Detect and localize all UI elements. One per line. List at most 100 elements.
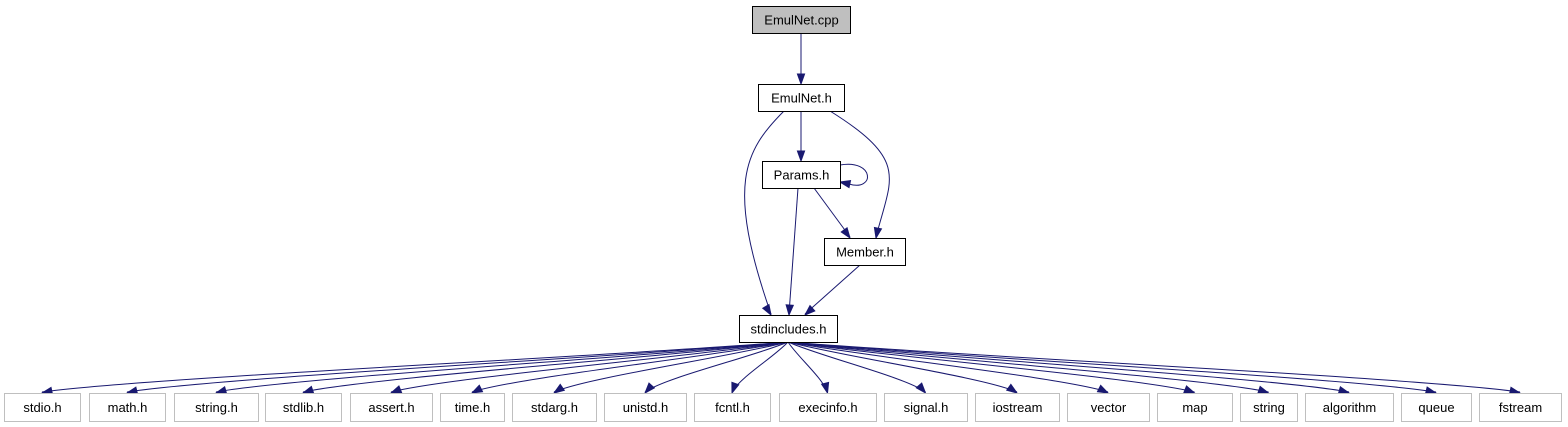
edge-stdincludes-h-to-execinfo-h-arrowhead [820, 381, 830, 395]
edge-stdincludes-h-to-unistd-h [644, 341, 789, 395]
edge-stdincludes-h-to-stdlib-h-line [302, 341, 789, 393]
edge-stdincludes-h-to-fstream-line [787, 341, 1521, 393]
edge-stdincludes-h-to-unistd-h-line [644, 341, 789, 393]
edge-stdincludes-h-to-assert-h-line [390, 341, 789, 393]
node-queue-box [1401, 393, 1472, 422]
edges-layer [40, 33, 1522, 396]
node-vector-label: vector [1091, 400, 1127, 415]
edge-stdincludes-h-to-string-arrowhead [1257, 385, 1270, 394]
node-math-h-label: math.h [108, 400, 148, 415]
edge-stdincludes-h-to-iostream-line [787, 341, 1018, 393]
node-queue: queue [1401, 393, 1472, 422]
edge-stdincludes-h-to-stdarg-h-arrowhead [552, 383, 566, 394]
edge-member-h-to-stdincludes-h [803, 264, 861, 316]
node-execinfo-h-box [779, 393, 877, 422]
node-stdincludes-h-box [739, 315, 838, 343]
node-fstream-label: fstream [1499, 400, 1542, 415]
edge-stdincludes-h-to-queue-line [787, 341, 1437, 393]
edge-params-h-to-member-h-line [813, 187, 851, 238]
edge-stdincludes-h-to-vector-arrowhead [1096, 384, 1110, 394]
node-unistd-h-label: unistd.h [623, 400, 669, 415]
edge-stdincludes-h-to-string-h-line [215, 341, 789, 393]
node-signal-h: signal.h [884, 393, 968, 422]
node-member-h[interactable]: Member.h [824, 238, 906, 266]
node-string-label: string [1253, 400, 1285, 415]
node-stdlib-h: stdlib.h [265, 393, 342, 422]
node-unistd-h-box [604, 393, 687, 422]
node-stdlib-h-box [265, 393, 342, 422]
node-math-h-box [89, 393, 166, 422]
edge-stdincludes-h-to-queue [787, 341, 1438, 395]
node-params-h-box [762, 161, 841, 189]
edge-stdincludes-h-to-algorithm [787, 341, 1351, 395]
node-map: map [1157, 393, 1233, 422]
edge-params-h-to-stdincludes-h [785, 187, 799, 317]
edge-stdincludes-h-to-stdio-h [40, 341, 789, 396]
node-stdarg-h: stdarg.h [512, 393, 597, 422]
edge-stdincludes-h-to-signal-h-arrowhead [915, 382, 927, 395]
edge-params-h-to-params-h [838, 163, 868, 189]
node-stdincludes-h-label: stdincludes.h [751, 322, 827, 337]
node-string: string [1240, 393, 1298, 422]
node-algorithm-label: algorithm [1323, 400, 1376, 415]
edge-stdincludes-h-to-time-h-arrowhead [470, 384, 484, 394]
node-stdio-h: stdio.h [4, 393, 81, 422]
edge-stdincludes-h-to-map-line [787, 341, 1195, 393]
edge-stdincludes-h-to-execinfo-h [787, 341, 830, 395]
edge-emulnet-h-to-member-h-line [829, 110, 890, 238]
edge-stdincludes-h-to-map [787, 341, 1196, 394]
edge-stdincludes-h-to-iostream-arrowhead [1005, 383, 1019, 394]
edge-stdincludes-h-to-stdlib-h-arrowhead [301, 385, 315, 394]
node-execinfo-h-label: execinfo.h [798, 400, 857, 415]
edge-stdincludes-h-to-math-h-line [126, 341, 789, 393]
edge-params-h-to-stdincludes-h-line [788, 187, 799, 315]
node-math-h: math.h [89, 393, 166, 422]
node-stdarg-h-box [512, 393, 597, 422]
node-time-h-label: time.h [455, 400, 490, 415]
node-algorithm: algorithm [1305, 393, 1394, 422]
edge-stdincludes-h-to-algorithm-line [787, 341, 1350, 393]
edge-stdincludes-h-to-algorithm-arrowhead [1337, 385, 1351, 395]
node-params-h[interactable]: Params.h [762, 161, 841, 189]
edge-stdincludes-h-to-time-h-line [471, 341, 789, 393]
edge-stdincludes-h-to-assert-h [389, 341, 789, 394]
edge-params-h-to-stdincludes-h-arrowhead [785, 304, 795, 317]
edge-stdincludes-h-to-string-h-arrowhead [214, 386, 228, 395]
edge-emulnet-h-to-params-h [796, 111, 806, 163]
node-time-h: time.h [440, 393, 505, 422]
node-queue-label: queue [1418, 400, 1454, 415]
edge-stdincludes-h-to-stdarg-h-line [553, 341, 789, 393]
node-emulnet-h[interactable]: EmulNet.h [758, 84, 845, 112]
node-emulnet-cpp[interactable]: EmulNet.cpp [752, 6, 851, 34]
node-execinfo-h: execinfo.h [779, 393, 877, 422]
node-string-box [1240, 393, 1298, 422]
node-iostream-label: iostream [993, 400, 1043, 415]
node-stdarg-h-label: stdarg.h [531, 400, 578, 415]
node-time-h-box [440, 393, 505, 422]
edge-emulnet-h-to-member-h-arrowhead [873, 226, 883, 240]
edge-stdincludes-h-to-map-arrowhead [1183, 385, 1196, 394]
node-fcntl-h-box [694, 393, 771, 422]
edge-stdincludes-h-to-assert-h-arrowhead [389, 385, 403, 394]
edge-params-h-to-member-h-arrowhead [840, 226, 851, 240]
node-stdio-h-label: stdio.h [23, 400, 61, 415]
node-params-h-label: Params.h [774, 168, 830, 183]
edge-stdincludes-h-to-stdio-h-line [41, 341, 789, 393]
node-stdio-h-box [4, 393, 81, 422]
edge-params-h-to-params-h-arrowhead [838, 179, 852, 189]
edge-stdincludes-h-to-signal-h [787, 341, 927, 395]
node-algorithm-box [1305, 393, 1394, 422]
node-assert-h: assert.h [350, 393, 433, 422]
node-stdincludes-h[interactable]: stdincludes.h [739, 315, 838, 343]
edge-emulnet-h-to-stdincludes-h-line [744, 110, 785, 315]
node-fstream: fstream [1479, 393, 1562, 422]
edge-emulnet-h-to-stdincludes-h [744, 110, 785, 317]
node-emulnet-h-label: EmulNet.h [771, 91, 832, 106]
node-vector-box [1067, 393, 1150, 422]
node-signal-h-label: signal.h [904, 400, 949, 415]
node-emulnet-cpp-box [752, 6, 851, 34]
edge-stdincludes-h-to-math-h [125, 341, 789, 395]
node-string-h-label: string.h [195, 400, 238, 415]
